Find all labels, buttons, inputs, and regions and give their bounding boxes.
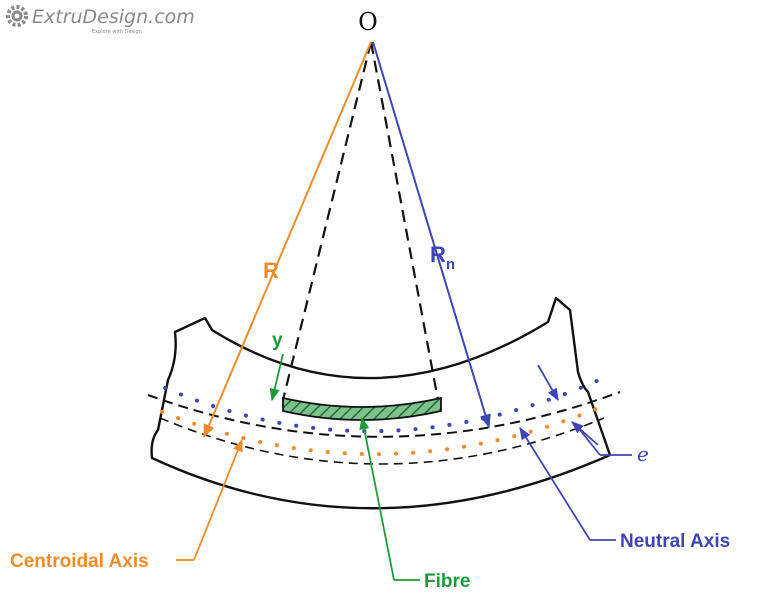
distance-y-arrow [269, 353, 284, 402]
fibre-leader [359, 416, 395, 581]
centroidal-axis-leader [193, 438, 243, 561]
fibre-strip [282, 396, 442, 421]
origin-label: O [358, 8, 378, 36]
centroidal-axis-line [160, 402, 610, 456]
fibre-label: Fibre [424, 571, 470, 592]
radius-centroid-arrow [203, 41, 372, 439]
neutral-axis-line [163, 374, 610, 434]
eccentricity-label: e [637, 442, 649, 466]
radius-neutral-label: Rn [430, 242, 455, 273]
neutral-axis-leader [519, 426, 591, 541]
lower-dashed-line [159, 417, 605, 465]
neutral-axis-label: Neutral Axis [620, 531, 730, 552]
eccentricity-arrow-bottom [571, 421, 599, 446]
eccentricity-leader [579, 429, 601, 456]
radius-neutral-arrow [372, 41, 491, 429]
brand-logo: ExtruDesign.com Explore with Design [6, 5, 195, 35]
beam-outline [150, 296, 612, 510]
radial-line-right [369, 41, 440, 401]
brand-tagline: Explore with Design [92, 29, 142, 35]
distance-y-label: y [272, 330, 283, 351]
centroidal-axis-label: Centroidal Axis [10, 551, 149, 572]
gear-icon [6, 5, 28, 27]
eccentricity-arrow-top [537, 364, 559, 402]
radius-centroid-label: R [263, 258, 279, 283]
brand-name: ExtruDesign.com [32, 6, 195, 28]
radial-line-left [281, 41, 373, 401]
